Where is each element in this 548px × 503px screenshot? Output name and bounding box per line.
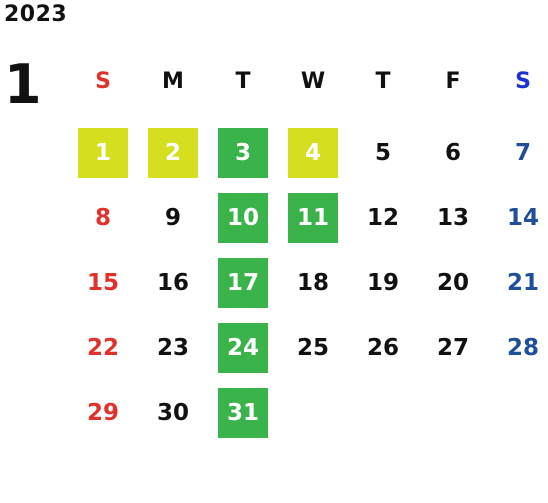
weekday-header-friday: F bbox=[445, 68, 461, 94]
calendar-day-cell: 11 bbox=[278, 185, 348, 250]
calendar-day-cell: 18 bbox=[278, 250, 348, 315]
calendar-day-cell: 21 bbox=[488, 250, 548, 315]
calendar-day-cell: 22 bbox=[68, 315, 138, 380]
calendar-day-cell: 29 bbox=[68, 380, 138, 445]
calendar-day-9[interactable]: 9 bbox=[164, 204, 181, 231]
calendar-day-25[interactable]: 25 bbox=[296, 334, 329, 361]
calendar-day-29[interactable]: 29 bbox=[86, 399, 119, 426]
calendar-day-cell: 13 bbox=[418, 185, 488, 250]
calendar-day-cell bbox=[418, 380, 488, 445]
calendar-day-13[interactable]: 13 bbox=[436, 204, 469, 231]
calendar-day-23[interactable]: 23 bbox=[156, 334, 189, 361]
calendar-day-5[interactable]: 5 bbox=[374, 139, 391, 166]
calendar-day-empty bbox=[358, 388, 408, 438]
calendar-day-30[interactable]: 30 bbox=[156, 399, 189, 426]
calendar-day-cell bbox=[278, 380, 348, 445]
calendar-day-7[interactable]: 7 bbox=[514, 139, 531, 166]
calendar-day-cell: 8 bbox=[68, 185, 138, 250]
calendar-day-31[interactable]: 31 bbox=[218, 387, 268, 438]
calendar-day-cell: 24 bbox=[208, 315, 278, 380]
calendar-day-cell: 16 bbox=[138, 250, 208, 315]
calendar-day-cell: 1 bbox=[68, 120, 138, 185]
calendar-day-21[interactable]: 21 bbox=[506, 269, 539, 296]
calendar-day-8[interactable]: 8 bbox=[94, 204, 111, 231]
calendar-day-12[interactable]: 12 bbox=[366, 204, 399, 231]
calendar-day-cell: 5 bbox=[348, 120, 418, 185]
calendar-day-cell bbox=[348, 380, 418, 445]
calendar-day-cell: 15 bbox=[68, 250, 138, 315]
calendar-day-cell bbox=[488, 380, 548, 445]
weekday-header-tuesday: T bbox=[235, 68, 251, 94]
calendar-day-11[interactable]: 11 bbox=[288, 192, 338, 243]
calendar-day-22[interactable]: 22 bbox=[86, 334, 119, 361]
calendar-day-cell: 31 bbox=[208, 380, 278, 445]
calendar-day-empty bbox=[428, 388, 478, 438]
calendar-day-3[interactable]: 3 bbox=[218, 127, 268, 178]
calendar-day-cell: 26 bbox=[348, 315, 418, 380]
calendar-day-cell: 20 bbox=[418, 250, 488, 315]
weekday-header-saturday: S bbox=[515, 68, 531, 94]
calendar-month-number: 1 bbox=[4, 53, 42, 116]
calendar-day-cell: 4 bbox=[278, 120, 348, 185]
calendar-day-empty bbox=[498, 388, 548, 438]
calendar-day-cell: 14 bbox=[488, 185, 548, 250]
calendar-day-2[interactable]: 2 bbox=[148, 127, 198, 178]
calendar-day-cell: 2 bbox=[138, 120, 208, 185]
weekday-header-wednesday: W bbox=[300, 68, 326, 94]
calendar-day-cell: 25 bbox=[278, 315, 348, 380]
calendar-day-cell: 28 bbox=[488, 315, 548, 380]
weekday-header-sunday: S bbox=[95, 68, 111, 94]
calendar-day-27[interactable]: 27 bbox=[436, 334, 469, 361]
calendar-day-6[interactable]: 6 bbox=[444, 139, 461, 166]
calendar-day-10[interactable]: 10 bbox=[218, 192, 268, 243]
calendar-day-19[interactable]: 19 bbox=[366, 269, 399, 296]
calendar-day-cell: 7 bbox=[488, 120, 548, 185]
weekday-header-thursday: T bbox=[375, 68, 391, 94]
calendar-day-cell: 23 bbox=[138, 315, 208, 380]
calendar-day-cell: 12 bbox=[348, 185, 418, 250]
weekday-header-monday: M bbox=[162, 68, 184, 94]
calendar-day-cell: 6 bbox=[418, 120, 488, 185]
calendar-day-24[interactable]: 24 bbox=[218, 322, 268, 373]
calendar-day-cell: 17 bbox=[208, 250, 278, 315]
calendar-day-cell: 19 bbox=[348, 250, 418, 315]
calendar-day-18[interactable]: 18 bbox=[296, 269, 329, 296]
calendar-day-cell: 10 bbox=[208, 185, 278, 250]
calendar-day-26[interactable]: 26 bbox=[366, 334, 399, 361]
calendar-day-16[interactable]: 16 bbox=[156, 269, 189, 296]
calendar-day-empty bbox=[288, 388, 338, 438]
calendar-day-cell: 27 bbox=[418, 315, 488, 380]
calendar-day-14[interactable]: 14 bbox=[506, 204, 539, 231]
calendar-year: 2023 bbox=[4, 2, 68, 27]
calendar-day-cell: 3 bbox=[208, 120, 278, 185]
calendar-day-15[interactable]: 15 bbox=[86, 269, 119, 296]
calendar-day-17[interactable]: 17 bbox=[218, 257, 268, 308]
calendar-day-cell: 30 bbox=[138, 380, 208, 445]
calendar-day-cell: 9 bbox=[138, 185, 208, 250]
calendar-day-20[interactable]: 20 bbox=[436, 269, 469, 296]
calendar-day-1[interactable]: 1 bbox=[78, 127, 128, 178]
calendar-day-4[interactable]: 4 bbox=[288, 127, 338, 178]
calendar-day-28[interactable]: 28 bbox=[506, 334, 539, 361]
